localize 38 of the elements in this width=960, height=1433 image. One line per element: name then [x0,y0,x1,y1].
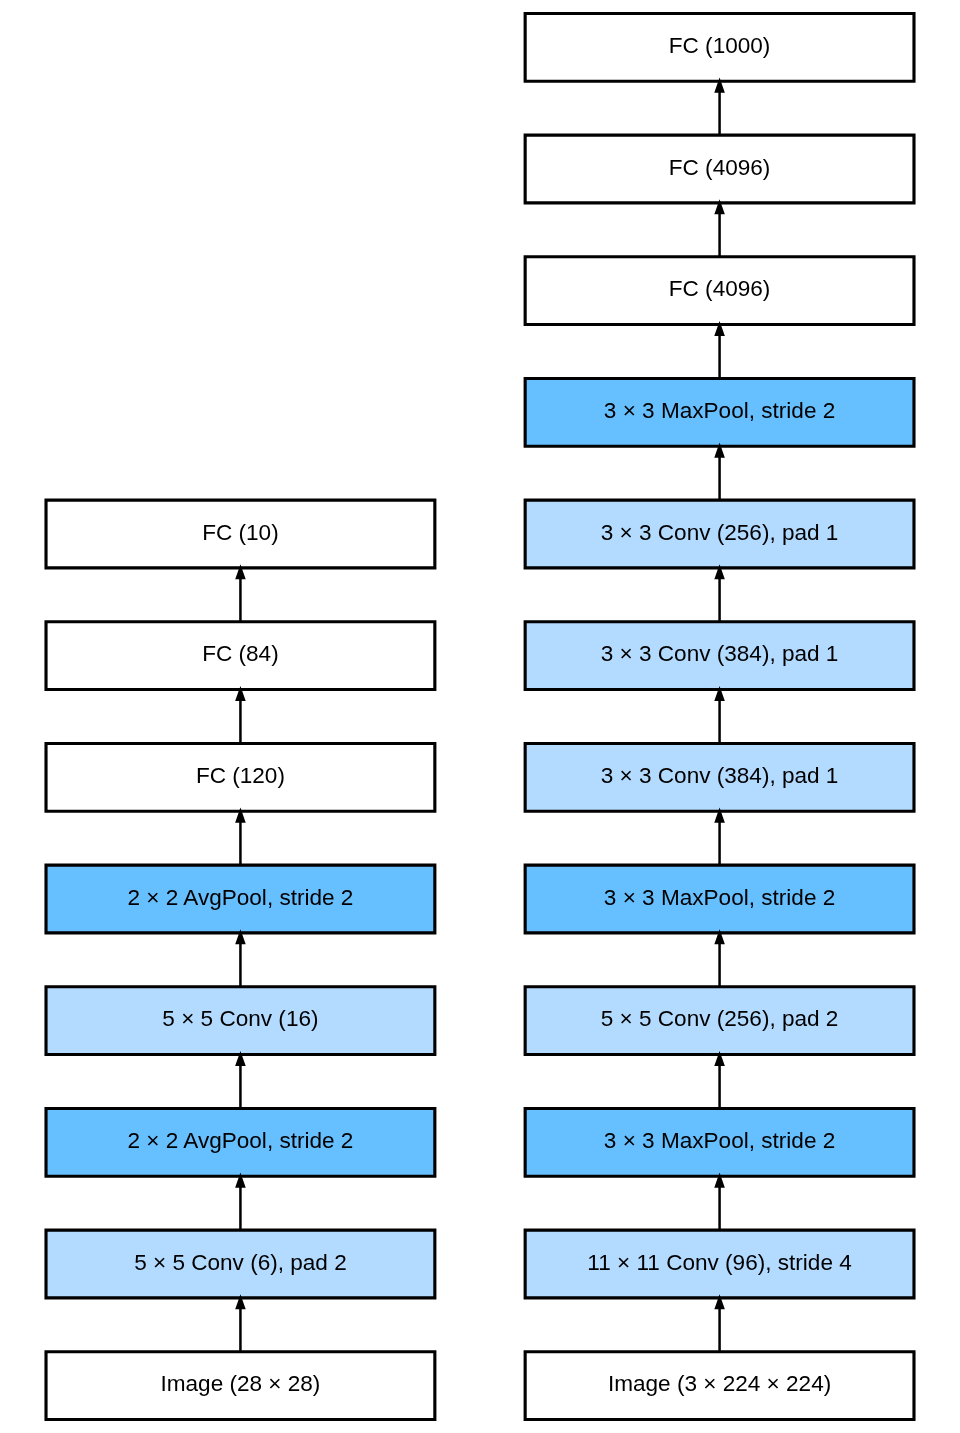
node-box: FC (1000) [523,11,916,83]
arrow [235,1294,246,1352]
arrow [714,199,725,257]
node-box: 3 × 3 Conv (384), pad 1 [523,620,916,692]
node-box: FC (4096) [523,133,916,205]
node-box: 11 × 11 Conv (96), stride 4 [523,1228,916,1300]
arrow [714,685,725,744]
node-box: 5 × 5 Conv (16) [44,985,437,1057]
node-box: FC (120) [44,741,437,813]
arrow [714,1172,725,1230]
node-box: 5 × 5 Conv (256), pad 2 [523,985,916,1057]
node-box: Image (28 × 28) [44,1350,437,1422]
node-box: 3 × 3 Conv (256), pad 1 [523,498,916,570]
arrow [235,807,246,865]
node-box: 3 × 3 MaxPool, stride 2 [523,376,916,448]
arrow [714,1050,725,1109]
node-box: FC (4096) [523,255,916,327]
arrow [714,442,725,500]
arrow [235,564,246,622]
node-box: FC (10) [44,498,437,570]
node-box: 2 × 2 AvgPool, stride 2 [44,863,437,935]
node-box: Image (3 × 224 × 224) [523,1350,916,1422]
node-box: 3 × 3 Conv (384), pad 1 [523,741,916,813]
node-box: 2 × 2 AvgPool, stride 2 [44,1106,437,1178]
arrow [714,929,725,987]
arrow [235,929,246,987]
arrow [714,320,725,379]
node-box: 5 × 5 Conv (6), pad 2 [44,1228,437,1300]
arrow [235,1050,246,1109]
arrow [235,1172,246,1230]
arrow [714,807,725,865]
node-box: FC (84) [44,620,437,692]
node-box: 3 × 3 MaxPool, stride 2 [523,1106,916,1178]
arrow [714,1294,725,1352]
node-box: 3 × 3 MaxPool, stride 2 [523,863,916,935]
arrow [235,685,246,744]
arrow [714,564,725,622]
arrow [714,77,725,135]
